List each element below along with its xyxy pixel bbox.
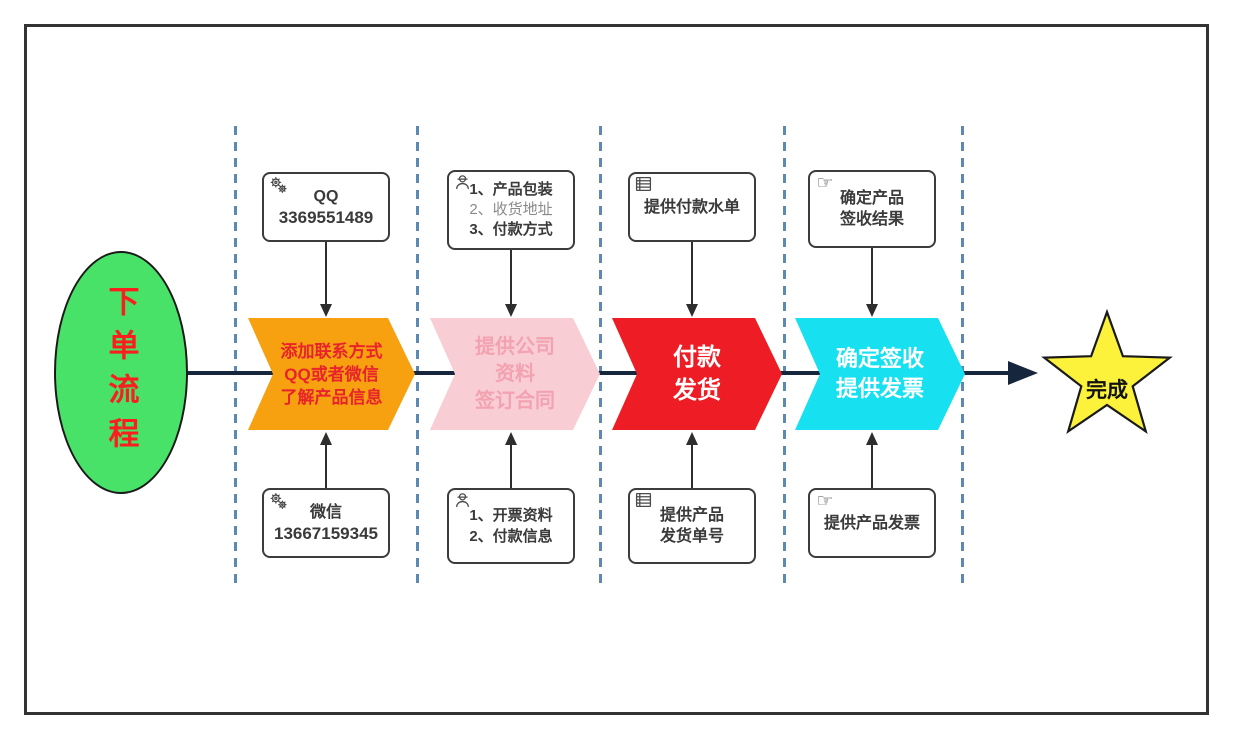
stage-label-line: 付款 [673,344,721,371]
lane-divider-2 [416,126,419,588]
stage-label-line: 了解产品信息 [280,387,383,407]
note-line: 3、付款方式 [469,221,553,238]
stage-label-line: 提供发票 [835,376,924,401]
stage-label-line: 提供公司 [475,335,555,358]
note-line: 签收结果 [839,211,904,228]
stage-label-line: 添加联系方式 [280,341,383,361]
note-line: 提供产品 [659,507,724,524]
connector-line [510,444,512,488]
stage-add-contact: 添加联系方式 QQ或者微信 了解产品信息 [248,318,415,430]
note-line: 提供付款水单 [643,198,740,216]
stage-label-line: 签订合同 [475,389,555,412]
stage-label-line: QQ或者微信 [284,364,379,384]
hand-icon: ☞ [816,173,834,194]
arrowhead-down [686,304,698,317]
start-label: 下单流程 [103,284,139,461]
note-order-details: 1、产品包装 2、收货地址 3、付款方式 [447,170,575,250]
start-node: 下单流程 [54,251,188,494]
note-product-invoice: ☞ 提供产品发票 [808,488,936,558]
gears-icon [269,176,289,196]
note-shipping-number: 提供产品 发货单号 [628,488,756,564]
lane-divider-5 [961,126,964,588]
note-line: 2、付款信息 [469,528,553,545]
note-line: 2、收货地址 [469,201,553,218]
note-line: 3369551489 [278,208,374,227]
lane-divider-3 [599,126,602,588]
note-payment-slip: 提供付款水单 [628,172,756,242]
stage-label-line: 确定签收 [835,346,924,371]
star-icon [1041,308,1173,435]
finish-node: 完成 [1039,306,1175,450]
arrowhead-down [866,304,878,317]
connector-line [871,444,873,488]
note-line: 提供产品发票 [823,514,920,532]
connector-line [871,248,873,304]
lane-divider-1 [234,126,237,588]
connector-line [691,444,693,488]
main-flow-arrowhead [1008,361,1038,385]
connector-line [325,242,327,304]
stage-confirm-invoice: 确定签收 提供发票 [795,318,965,430]
stage-label-line: 发货 [673,377,721,404]
note-confirm-receipt-result: ☞ 确定产品 签收结果 [808,170,936,248]
note-line: 确定产品 [839,190,904,207]
note-line: 微信 [309,504,342,521]
note-line: 1、产品包装 [469,181,553,198]
arrowhead-up [686,432,698,445]
connector-line [510,250,512,304]
arrowhead-up [505,432,517,445]
arrowhead-down [505,304,517,317]
connector-line [691,242,693,304]
note-line: 1、开票资料 [469,507,553,524]
worker-icon [454,174,474,194]
finish-label: 完成 [1086,379,1128,402]
note-qq-contact: QQ 3369551489 [262,172,390,242]
lane-divider-4 [783,126,786,588]
note-line: 13667159345 [273,524,378,543]
note-line: QQ [313,188,339,205]
note-line: 发货单号 [659,528,724,545]
worker-icon [454,492,474,512]
note-invoice-payment-info: 1、开票资料 2、付款信息 [447,488,575,564]
hand-icon: ☞ [816,491,834,512]
table-icon [635,176,655,196]
stage-provide-info-sign-contract: 提供公司 资料 签订合同 [430,318,600,430]
note-wechat-contact: 微信 13667159345 [262,488,390,558]
connector-line [325,444,327,488]
arrowhead-down [320,304,332,317]
table-icon [635,492,655,512]
gears-icon [269,492,289,512]
arrowhead-up [866,432,878,445]
stage-pay-ship: 付款 发货 [612,318,782,430]
stage-label-line: 资料 [495,362,535,385]
arrowhead-up [320,432,332,445]
